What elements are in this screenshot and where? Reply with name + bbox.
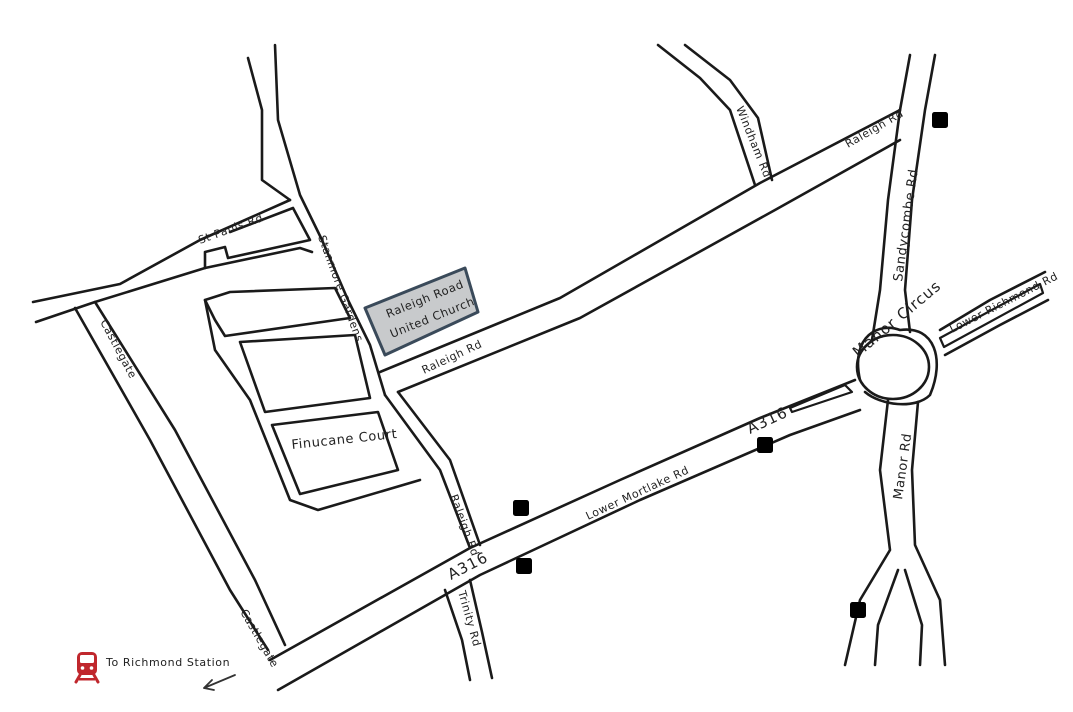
a316-slip <box>788 383 854 414</box>
manor-rd-fork-west <box>873 568 900 667</box>
label-finucane-court: Finucane Court <box>291 427 398 453</box>
raleigh-rd-south-east-edge <box>396 390 482 547</box>
a316-north-edge <box>268 378 857 662</box>
a316-south-edge <box>276 408 862 692</box>
bus-icon[interactable] <box>757 437 773 453</box>
manor-rd-west <box>843 398 892 667</box>
label-castlegate-north: Castlegate <box>97 317 139 381</box>
block-upper <box>203 286 352 338</box>
manor-circus-outer <box>856 326 938 406</box>
castlegate-west-edge <box>73 306 270 652</box>
bus-icon[interactable] <box>513 500 529 516</box>
label-manor-circus: Manor Circus <box>849 277 945 361</box>
manor-rd-east <box>910 400 947 667</box>
label-st-pauls-rd: St Pauls Rd <box>197 211 265 247</box>
lower-richmond-rd-island <box>938 282 1045 349</box>
st-pauls-stub <box>203 206 312 270</box>
raleigh-rd-north-edge <box>378 108 902 374</box>
sandycombe-rd-west <box>870 53 912 342</box>
church[interactable]: Raleigh Road United Church <box>363 266 480 357</box>
manor-rd-fork-east <box>903 568 924 667</box>
arrow-southwest-icon <box>203 674 236 691</box>
bus-icon[interactable] <box>850 602 866 618</box>
lower-richmond-rd-north <box>938 270 1047 332</box>
station-marker[interactable]: To Richmond Station <box>74 652 236 691</box>
block-outer <box>203 298 422 512</box>
raleigh-rd-south-edge <box>396 138 902 394</box>
station-label: To Richmond Station <box>105 656 230 669</box>
train-icon[interactable] <box>74 652 100 684</box>
block-finucane <box>270 410 400 496</box>
sandycombe-rd-east <box>903 53 937 334</box>
label-a316-east: A316 <box>744 403 790 437</box>
windham-rd-west <box>656 43 757 187</box>
st-pauls-rd-north-edge <box>31 198 292 304</box>
lower-richmond-rd-south <box>943 298 1050 357</box>
label-castlegate-south: Castlegate <box>237 607 281 670</box>
stanmore-gardens-west <box>246 56 292 202</box>
raleigh-rd-south-west-edge <box>383 393 472 550</box>
label-sandycombe-rd: Sandycombe Rd <box>891 168 922 283</box>
windham-rd-east <box>683 43 774 182</box>
block-middle <box>238 333 372 414</box>
church-building[interactable] <box>363 266 480 357</box>
bus-stops <box>513 112 948 618</box>
castlegate-east-edge <box>93 300 287 647</box>
bus-icon[interactable] <box>516 558 532 574</box>
bus-icon[interactable] <box>932 112 948 128</box>
trinity-rd-east <box>468 578 494 680</box>
road-network <box>31 43 1050 692</box>
trinity-rd-west <box>443 588 472 682</box>
stanmore-gardens-east <box>273 43 387 397</box>
